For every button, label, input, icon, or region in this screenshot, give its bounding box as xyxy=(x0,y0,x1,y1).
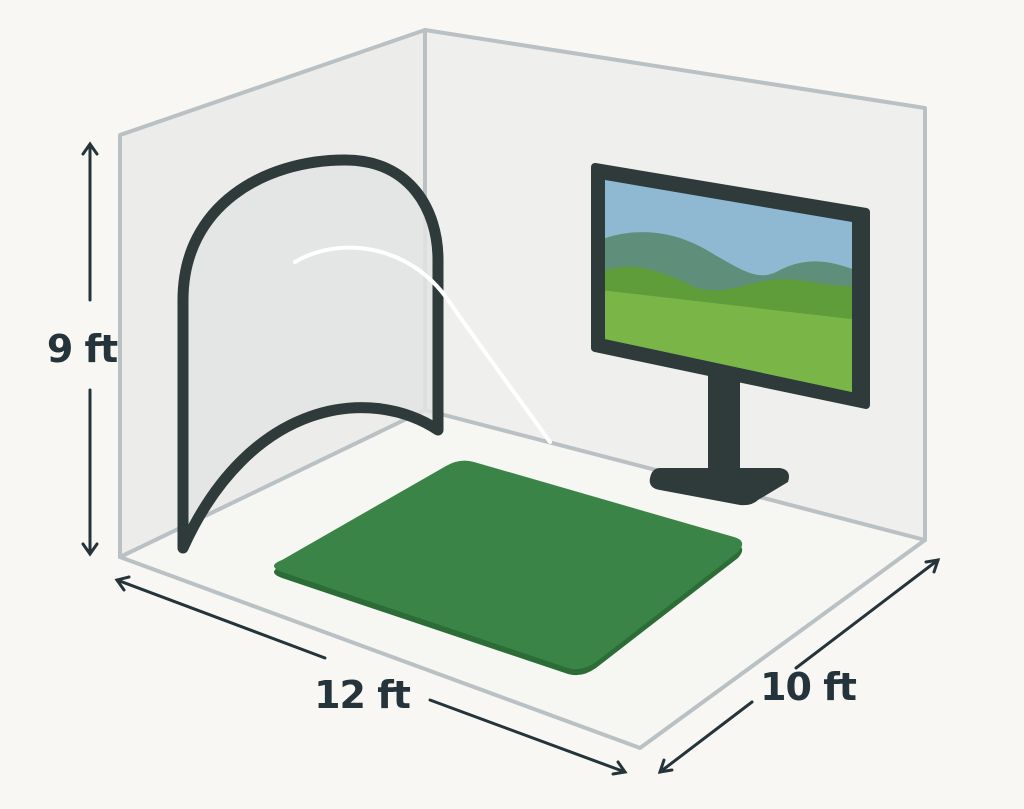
width-label: 12 ft xyxy=(314,673,411,717)
golf-net-icon xyxy=(177,154,444,554)
monitor-base xyxy=(649,468,789,506)
net-frame xyxy=(177,154,444,554)
mat-surface xyxy=(274,460,743,670)
depth-dimension xyxy=(657,558,941,774)
height-label: 9 ft xyxy=(47,327,118,371)
height-dimension xyxy=(81,141,99,557)
monitor-neck xyxy=(708,372,740,478)
hitting-mat-icon xyxy=(274,460,743,676)
depth-label: 10 ft xyxy=(760,665,857,709)
width-dimension xyxy=(114,575,628,776)
ball-flight-path xyxy=(293,245,552,444)
